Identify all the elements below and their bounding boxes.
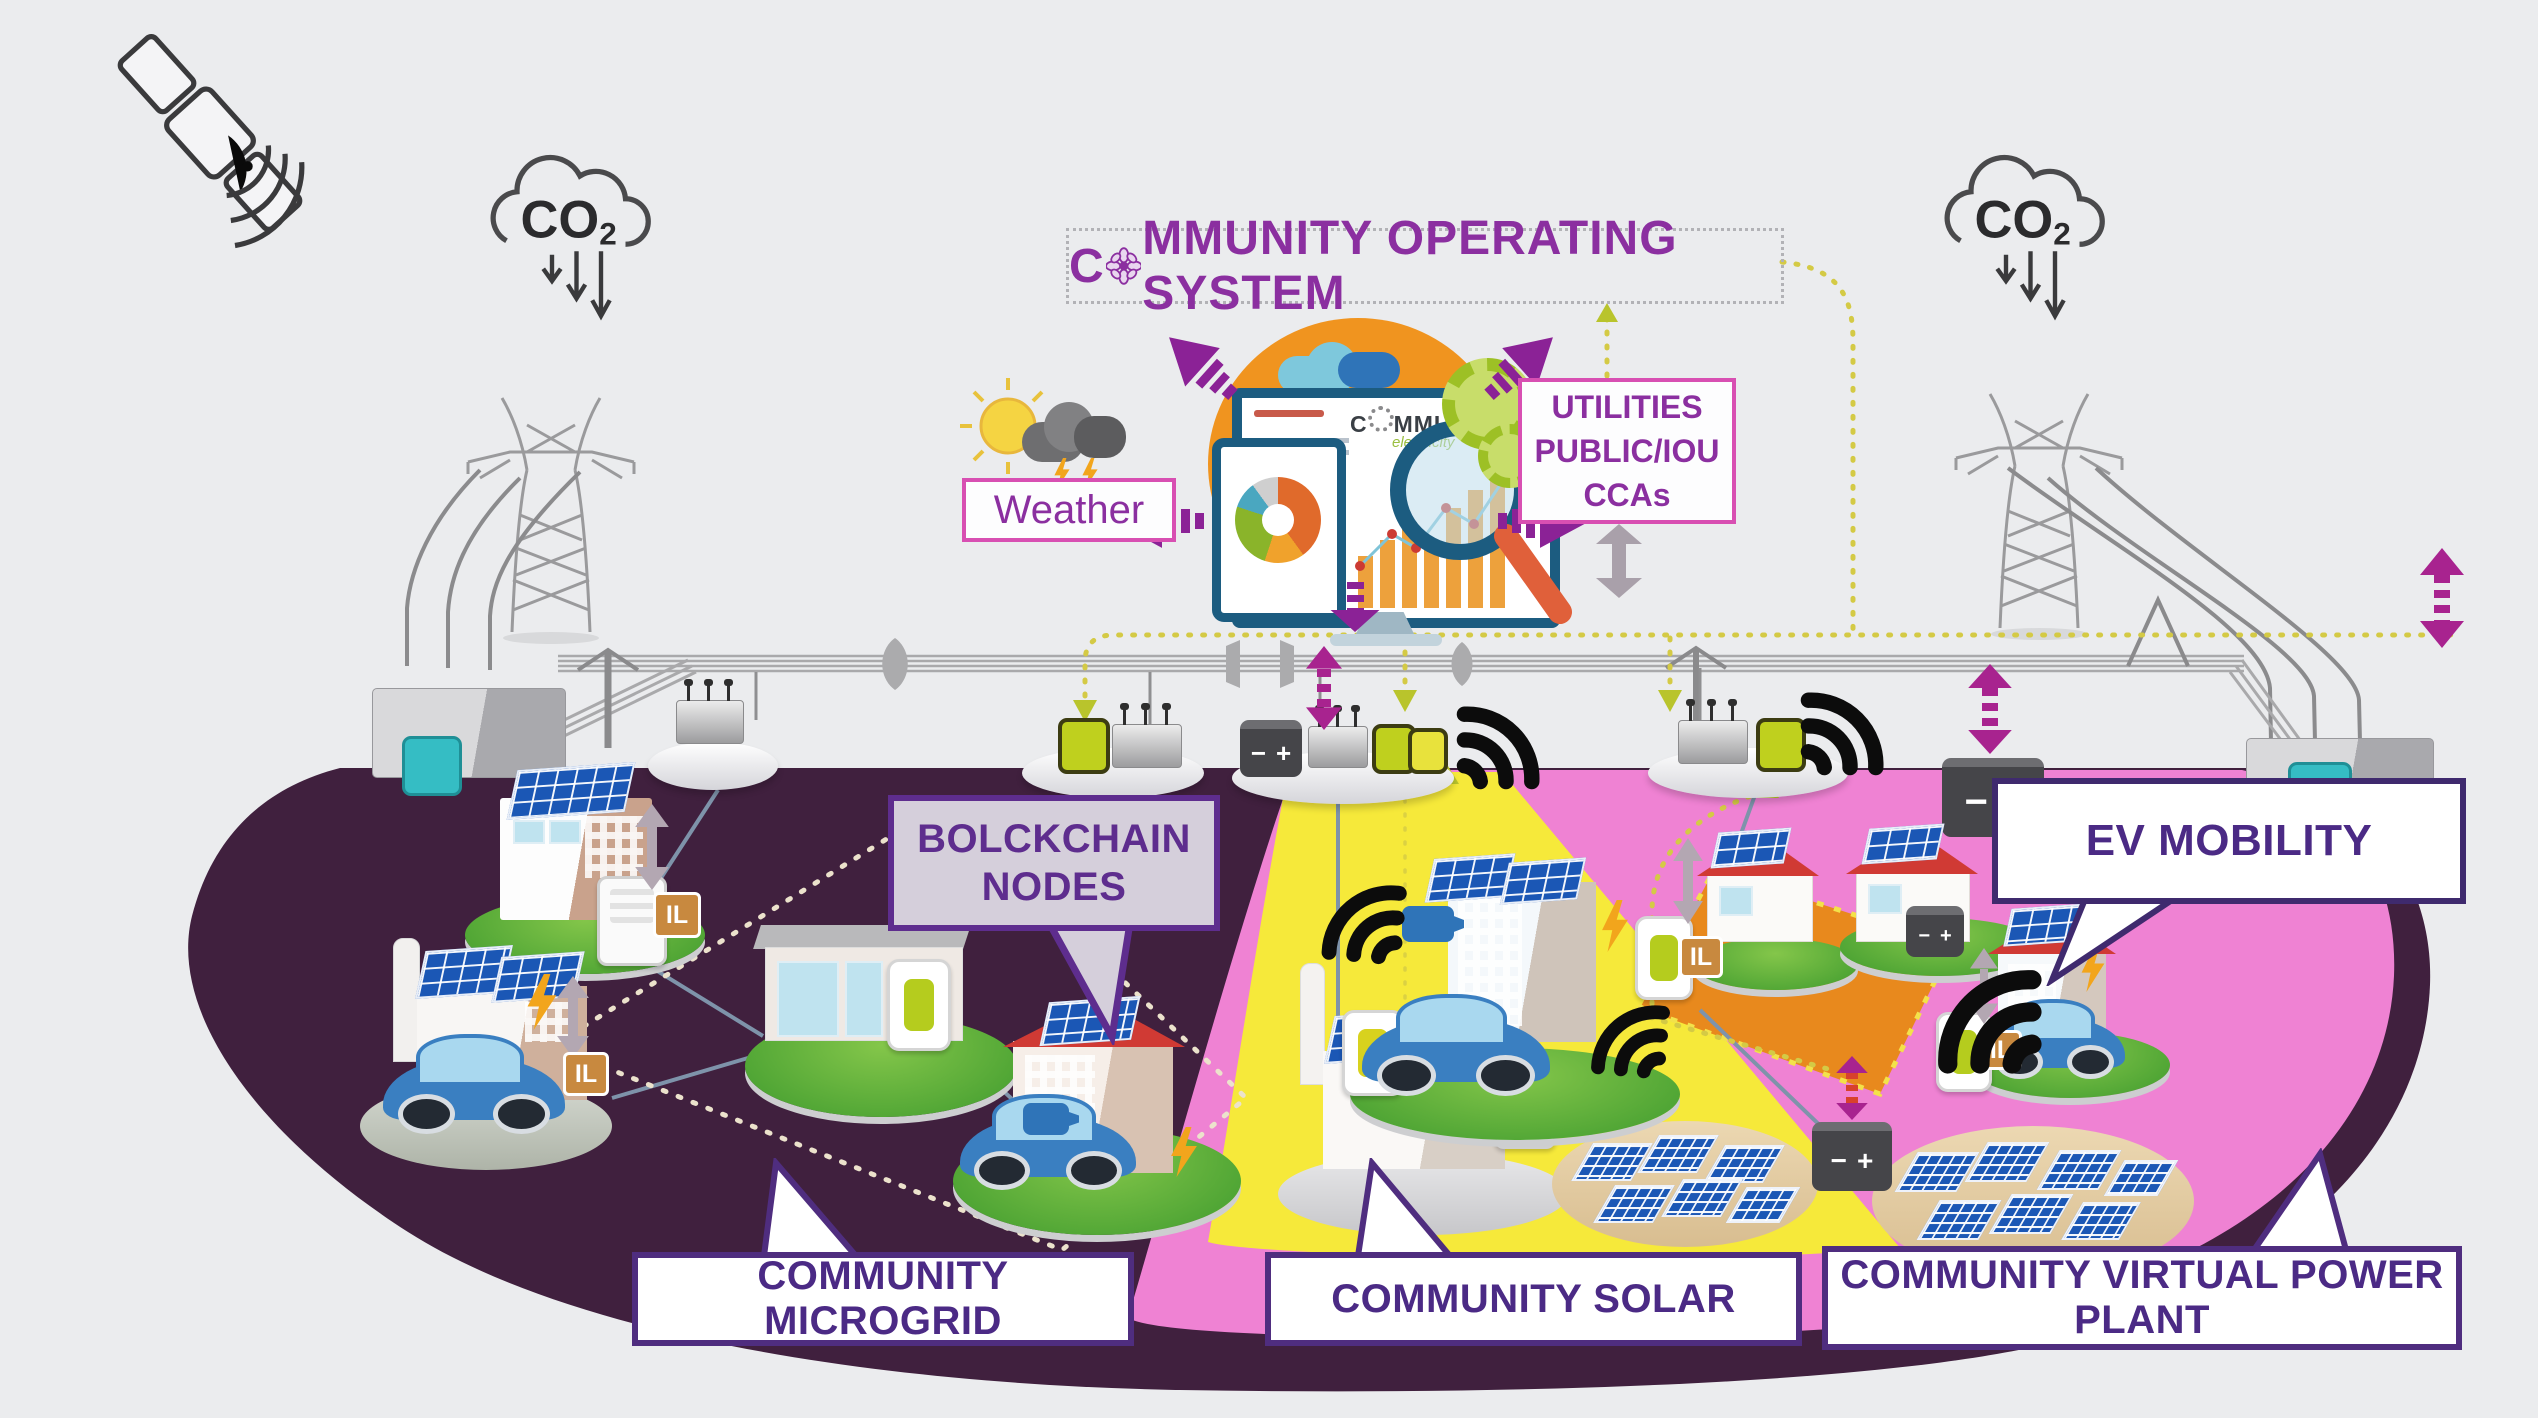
wifi-icon-node3 (1456, 706, 1540, 790)
co2-cloud-right: CO2 (1944, 154, 2105, 321)
flower-icon (1105, 247, 1142, 285)
blockchain-trail (546, 802, 1250, 1253)
building-flex-arrow (635, 804, 669, 890)
community-solar-label: COMMUNITY SOLAR (1265, 1252, 1802, 1346)
blockchain-nodes-label: BOLCKCHAIN NODES (888, 795, 1220, 931)
wifi-icon-solar-zone (1321, 885, 1407, 965)
blockchain-charger-node (887, 959, 951, 1051)
weather-box: Weather (962, 478, 1176, 542)
vpp-farm-battery: −+ (1812, 1122, 1892, 1191)
blockchain-node-2 (1058, 718, 1110, 774)
utilities-box: UTILITIES PUBLIC/IOU CCAs (1518, 378, 1736, 524)
building-factory-microgrid: IL (345, 930, 630, 1185)
il-tag: IL (563, 1052, 609, 1096)
hub-cloud (1278, 342, 1403, 394)
substation-left-controller (402, 736, 462, 796)
transformer-1 (676, 679, 744, 744)
home-battery-unit (597, 876, 667, 966)
hub-tablet (1212, 438, 1346, 622)
ev-car-icon (383, 1034, 565, 1134)
ev-charging-solar (1330, 853, 1700, 1150)
microgrid-label-tail (760, 1158, 863, 1259)
ev-plug-icon (1402, 906, 1454, 942)
svg-text:CO2: CO2 (521, 190, 617, 251)
pedestal-1 (648, 742, 778, 790)
line-poles (576, 595, 2190, 748)
community-vpp-label: COMMUNITY VIRTUAL POWER PLANT (1822, 1246, 2462, 1350)
satellite-icon (117, 34, 305, 249)
solar-farm-1 (1552, 1105, 1822, 1253)
page-title: C MMUNITY OPERATING SYSTEM (1069, 211, 1781, 321)
hub-arrow-down (1330, 582, 1380, 632)
vpp-label-tail (2248, 1148, 2350, 1253)
wifi-icon-node4 (1800, 692, 1884, 776)
distribution-line (558, 654, 2244, 673)
transformer-2 (1112, 703, 1182, 768)
blockchain-node-3b (1408, 728, 1448, 774)
right-substation-arrow (2420, 548, 2464, 648)
vpp-house-orange: IL (1635, 827, 1870, 1033)
gear-o-icon (1367, 406, 1394, 432)
battery-grid-arrow (1968, 664, 2012, 754)
substation-feeders (559, 658, 2302, 745)
building-apartment-red (945, 985, 1255, 1253)
il-tag: IL (653, 892, 701, 938)
transformer-3 (1308, 705, 1368, 768)
ev-car-icon (1362, 993, 1550, 1097)
solar-panel-icon (506, 762, 636, 820)
blockchain-node-4 (1756, 718, 1806, 772)
line-exchange-arrow (1306, 646, 1342, 730)
svg-text:CO2: CO2 (1975, 190, 2071, 251)
ev-mobility-label: EV MOBILITY (1992, 778, 2466, 904)
weather-label: Weather (993, 487, 1145, 532)
storm-cloud-icon (1022, 400, 1127, 488)
hv-wires-right (2006, 466, 2362, 743)
line-devices (882, 638, 1473, 690)
title-prefix: C (1069, 239, 1105, 293)
community-microgrid-label: COMMUNITY MICROGRID (632, 1252, 1134, 1346)
title-box: C MMUNITY OPERATING SYSTEM (1066, 212, 1784, 320)
title-rest: MMUNITY OPERATING SYSTEM (1142, 212, 1678, 320)
il-tag: IL (1679, 936, 1723, 978)
co2-cloud-left: CO2 (490, 154, 651, 321)
wifi-icon-vpp-house (1938, 970, 2042, 1074)
transmission-tower-left (466, 397, 636, 633)
building-store (735, 915, 1025, 1130)
utilities-grid-arrow (1596, 524, 1642, 598)
solar-label-tail (1354, 1158, 1457, 1259)
ev-car-icon (960, 1094, 1136, 1191)
building-commercial: IL (455, 762, 725, 983)
hv-wires-left (405, 468, 582, 670)
wifi-icon-ev-solar (1591, 1005, 1670, 1079)
transmission-tower-right (1954, 393, 2124, 629)
vpp-battery-arrow (1836, 1056, 1868, 1120)
home-battery: −+ (1906, 906, 1964, 957)
ev-plug-icon (1023, 1103, 1069, 1135)
pedestal-3-battery: −+ (1240, 720, 1302, 777)
monitor-base (1330, 634, 1442, 646)
transformer-4 (1678, 699, 1748, 764)
